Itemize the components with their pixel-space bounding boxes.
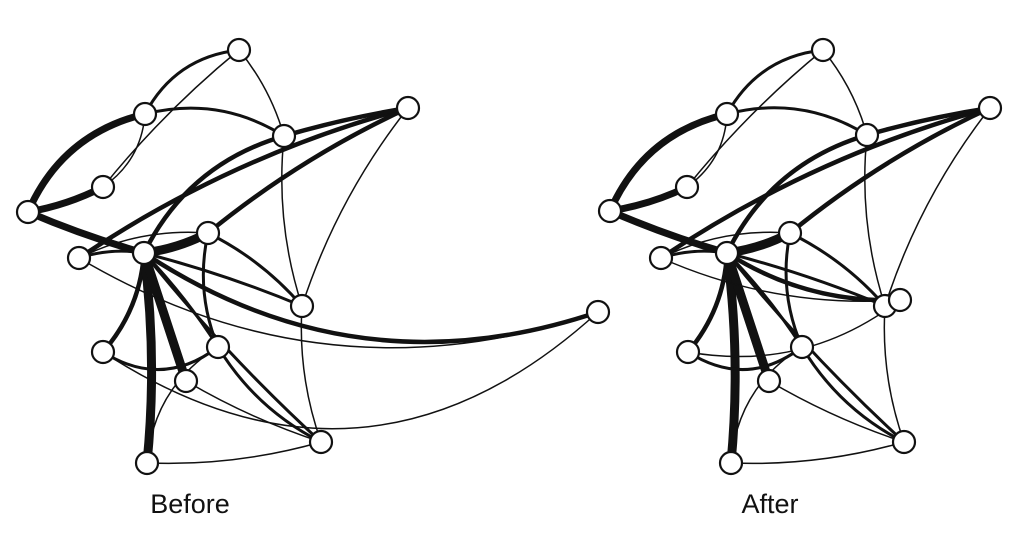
- after-edge-c-h: [725, 106, 869, 137]
- after-edge-h-i: [864, 105, 993, 138]
- before-node-f: [66, 245, 92, 271]
- after-edge-b-d: [686, 49, 824, 188]
- before-node-i: [395, 95, 421, 121]
- before-edge-k-n: [146, 346, 219, 464]
- before-node-l: [173, 368, 199, 394]
- before-edge-h-j: [281, 135, 303, 307]
- after-edge-j-o: [883, 305, 905, 443]
- after-edge-k-n: [730, 346, 803, 464]
- after-node-a: [597, 198, 623, 224]
- before-node-j: [289, 293, 315, 319]
- before-node-h: [271, 123, 297, 149]
- after-node-i: [977, 95, 1003, 121]
- after-edge-i-j: [884, 107, 991, 307]
- before-nodes: [15, 37, 611, 476]
- after-edge-g-i: [787, 105, 993, 236]
- before-edge-m-p: [102, 311, 599, 430]
- before-edge-c-d: [143, 48, 241, 116]
- after-edge-e-h: [724, 132, 870, 256]
- before-edge-a-e: [24, 208, 148, 257]
- before-edge-e-m: [100, 250, 147, 355]
- before-node-d: [226, 37, 252, 63]
- after-node-f: [648, 245, 674, 271]
- before-node-p: [585, 299, 611, 325]
- after-caption: After: [741, 489, 798, 519]
- before-node-a: [15, 199, 41, 225]
- after-edge-n-o: [730, 441, 905, 465]
- after-node-n: [718, 450, 744, 476]
- before-edge-n-o: [146, 441, 322, 465]
- before-edge-a-c: [24, 110, 149, 216]
- before-edge-c-h: [143, 106, 286, 138]
- before-edge-l-o: [185, 380, 322, 443]
- after-edge-f-i: [658, 105, 993, 261]
- before-edge-e-n: [139, 248, 157, 468]
- before-edge-h-i: [281, 105, 411, 139]
- after-edge-g-j: [788, 231, 887, 308]
- before-node-e: [131, 240, 157, 266]
- before-node-g: [195, 220, 221, 246]
- after-edge-a-e: [606, 207, 731, 257]
- after-edge-e-n: [722, 248, 740, 468]
- after-edge-l-o: [768, 380, 905, 443]
- before-edge-e-j: [142, 251, 304, 308]
- after-edge-a-c: [606, 110, 731, 215]
- after-node-l: [756, 368, 782, 394]
- before-edge-b-d: [102, 49, 240, 188]
- before-node-c: [132, 101, 158, 127]
- before-caption: Before: [150, 489, 230, 519]
- before-edge-f-p: [78, 257, 599, 349]
- before-node-o: [308, 429, 334, 455]
- after-edge-g-k: [784, 231, 804, 349]
- after-edge-h-j: [864, 134, 886, 307]
- after-node-e: [714, 240, 740, 266]
- after-node-b: [674, 174, 700, 200]
- before-edge-k-o: [216, 345, 323, 444]
- after-edge-f-p: [660, 257, 901, 302]
- after-node-h: [854, 122, 880, 148]
- before-edge-e-h: [141, 133, 287, 256]
- before-edge-f-g: [78, 231, 209, 259]
- before-edge-g-j: [206, 231, 304, 308]
- after-nodes: [597, 37, 1003, 476]
- before-panel: Before: [15, 37, 611, 519]
- after-node-d: [810, 37, 836, 63]
- before-edge-j-o: [300, 305, 322, 443]
- after-node-m: [675, 339, 701, 365]
- after-edge-e-m: [685, 250, 730, 355]
- before-node-m: [90, 339, 116, 365]
- before-node-b: [90, 174, 116, 200]
- before-edges: [24, 48, 601, 468]
- before-edge-i-j: [301, 107, 409, 307]
- before-node-n: [134, 450, 160, 476]
- after-node-c: [714, 101, 740, 127]
- before-edge-f-i: [76, 105, 411, 261]
- after-node-o: [891, 429, 917, 455]
- after-panel: After: [597, 37, 1003, 519]
- before-edge-g-k: [201, 231, 220, 349]
- after-edge-f-g: [660, 231, 791, 259]
- before-edge-g-i: [205, 105, 411, 236]
- after-edge-c-d: [725, 48, 825, 116]
- after-node-g: [777, 220, 803, 246]
- after-node-k: [789, 334, 815, 360]
- after-edge-k-o: [800, 345, 906, 444]
- after-edge-e-j: [725, 251, 887, 308]
- after-node-p: [887, 287, 913, 313]
- before-node-k: [205, 334, 231, 360]
